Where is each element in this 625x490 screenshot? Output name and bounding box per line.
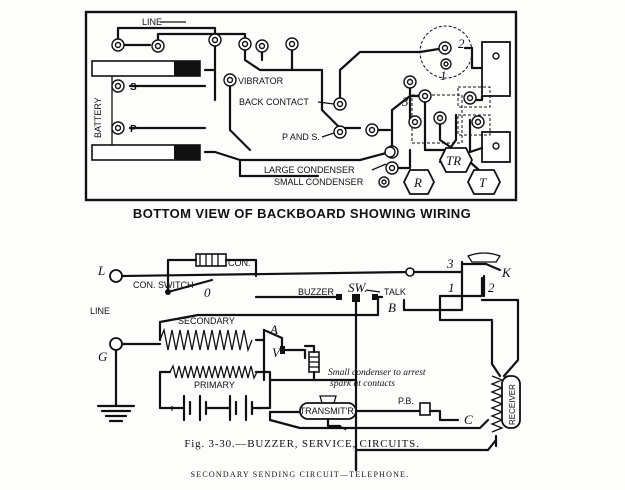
- backboard-title: BOTTOM VIEW OF BACKBOARD SHOWING WIRING: [133, 206, 471, 221]
- r-label: R: [413, 175, 422, 190]
- num-3-label-top: 3: [401, 94, 409, 109]
- num-3-label: 3: [446, 256, 454, 271]
- condenser-terminals: [378, 146, 396, 188]
- figure-caption: Fig. 3-30.—BUZZER, SERVICE, CIRCUITS.: [184, 438, 419, 450]
- transmitter-label: TRANSMIT'R.: [300, 406, 357, 416]
- c-label: C: [464, 412, 473, 427]
- pb-label: P.B.: [398, 396, 414, 406]
- receiver-coil: [490, 375, 504, 433]
- terminal-nut: [111, 33, 500, 175]
- receiver-label: RECEIVER: [508, 384, 517, 425]
- line-terminal-l: [109, 269, 123, 283]
- p-and-s-label: P AND S.: [282, 132, 320, 142]
- primary-battery: [182, 394, 254, 422]
- zero-label: 0: [204, 285, 211, 300]
- buzzer-contact: [336, 294, 342, 300]
- backboard-outline: [84, 10, 518, 202]
- num-1-label: 1: [448, 280, 455, 295]
- ringer-block: [481, 41, 511, 97]
- g-label: G: [98, 349, 108, 364]
- minus-label: −: [256, 404, 262, 415]
- talk-contact: [372, 294, 378, 300]
- terminal-tr: [438, 147, 474, 173]
- sw-label: SW.: [348, 280, 367, 295]
- num-1-label-top: 1: [440, 68, 447, 83]
- plus-label: +: [169, 404, 175, 415]
- small-condenser-note-2: spark at contacts: [330, 379, 395, 389]
- vibrator-label: VIBRATOR: [238, 76, 284, 86]
- secondary-label: SECONDARY: [178, 316, 235, 326]
- primary-coil: [169, 364, 258, 380]
- small-condenser-note-1: Small condenser to arrest: [328, 368, 426, 378]
- hook-switch-k: [467, 252, 501, 263]
- back-contact-label: BACK CONTACT: [239, 97, 309, 107]
- num-2-label: 2: [488, 280, 495, 295]
- con-label: CON.: [228, 258, 251, 268]
- ground-terminal-g: [109, 337, 123, 351]
- receiver: [501, 375, 521, 429]
- p-label: P: [130, 124, 137, 135]
- s-label: S: [130, 82, 137, 93]
- talk-label: TALK: [384, 287, 406, 297]
- k-label: K: [501, 265, 512, 280]
- push-button: [419, 402, 431, 416]
- small-condenser-label: SMALL CONDENSER: [274, 177, 364, 187]
- buzzer-label: BUZZER: [298, 287, 335, 297]
- t-label: T: [479, 175, 487, 190]
- ground-symbol: [96, 404, 136, 423]
- num-2-label-top: 2: [458, 36, 465, 51]
- b-label: B: [388, 300, 396, 315]
- l-label: L: [97, 263, 105, 278]
- a-label: A: [269, 322, 278, 337]
- line-label-bottom: LINE: [90, 306, 110, 316]
- battery-label: BATTERY: [93, 97, 103, 138]
- terminal-t: [466, 169, 502, 195]
- tr-label: TR: [446, 153, 461, 168]
- line-label-top: LINE: [142, 17, 162, 27]
- circuit-diagram: L CON. CON. SWITCH 0 LINE BUZZER SW. TAL…: [90, 252, 521, 472]
- con-switch-label: CON. SWITCH: [133, 280, 194, 290]
- figure-subcaption: SECONDARY SENDING CIRCUIT—TELEPHONE.: [191, 470, 410, 479]
- large-condenser-label: LARGE CONDENSER: [264, 165, 355, 175]
- terminal-r: [402, 169, 436, 195]
- primary-label: PRIMARY: [194, 380, 235, 390]
- v-label: V: [272, 345, 282, 360]
- secondary-coil: [159, 327, 253, 353]
- backboard-view: BATTERY: [84, 10, 518, 221]
